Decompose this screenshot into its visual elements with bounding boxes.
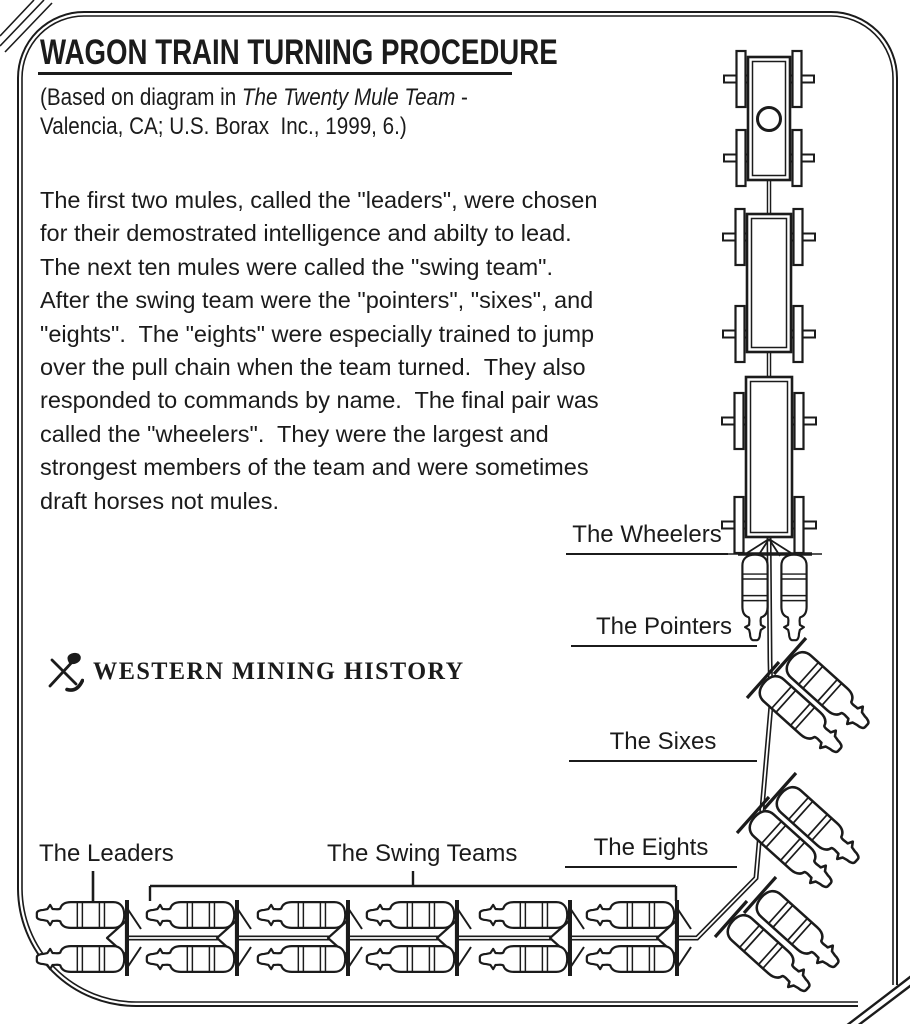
label-the-leaders: The Leaders	[39, 840, 174, 867]
tank-hatch	[756, 106, 782, 132]
pointers-pair	[745, 636, 878, 762]
sixes-pair	[735, 771, 868, 897]
citation-line-1: (Based on diagram in The Twenty Mule Tea…	[40, 83, 468, 112]
label-the-pointers: The Pointers	[571, 613, 757, 647]
label-the-eights: The Eights	[565, 834, 737, 868]
corner-flourish-bottom-right	[846, 975, 910, 1024]
citation: (Based on diagram in The Twenty Mule Tea…	[40, 83, 538, 141]
corner-flourish-top-left	[0, 0, 53, 53]
citation-suffix: -	[455, 84, 468, 111]
citation-prefix: (Based on diagram in	[40, 84, 242, 111]
wheelers-pair	[728, 538, 822, 642]
leaders-pair	[35, 898, 143, 978]
western-mining-history-logo: WESTERN MINING HISTORY	[44, 652, 476, 692]
swing-teams-bracket	[148, 871, 678, 901]
label-the-wheelers: The Wheelers	[566, 521, 728, 555]
title-underline	[38, 72, 512, 75]
citation-source-title: The Twenty Mule Team	[241, 84, 456, 111]
label-the-swing-teams: The Swing Teams	[327, 840, 518, 867]
label-the-sixes: The Sixes	[569, 728, 757, 762]
wagon-lead	[720, 375, 818, 555]
wagon-water-tank	[722, 49, 816, 188]
page-border	[17, 11, 898, 1007]
eights-pair	[713, 875, 848, 1001]
page-title: WAGON TRAIN TURNING PROCEDURE	[40, 33, 558, 72]
citation-line-2: Valencia, CA; U.S. Borax Inc., 1999, 6.)	[40, 113, 407, 140]
description-paragraph: The first two mules, called the "leaders…	[40, 187, 606, 514]
wagon-two	[721, 207, 817, 364]
pull-chain	[128, 534, 774, 941]
logo-text: WESTERN MINING HISTORY	[93, 658, 465, 685]
crossed-pick-and-shovel-icon	[48, 652, 84, 692]
